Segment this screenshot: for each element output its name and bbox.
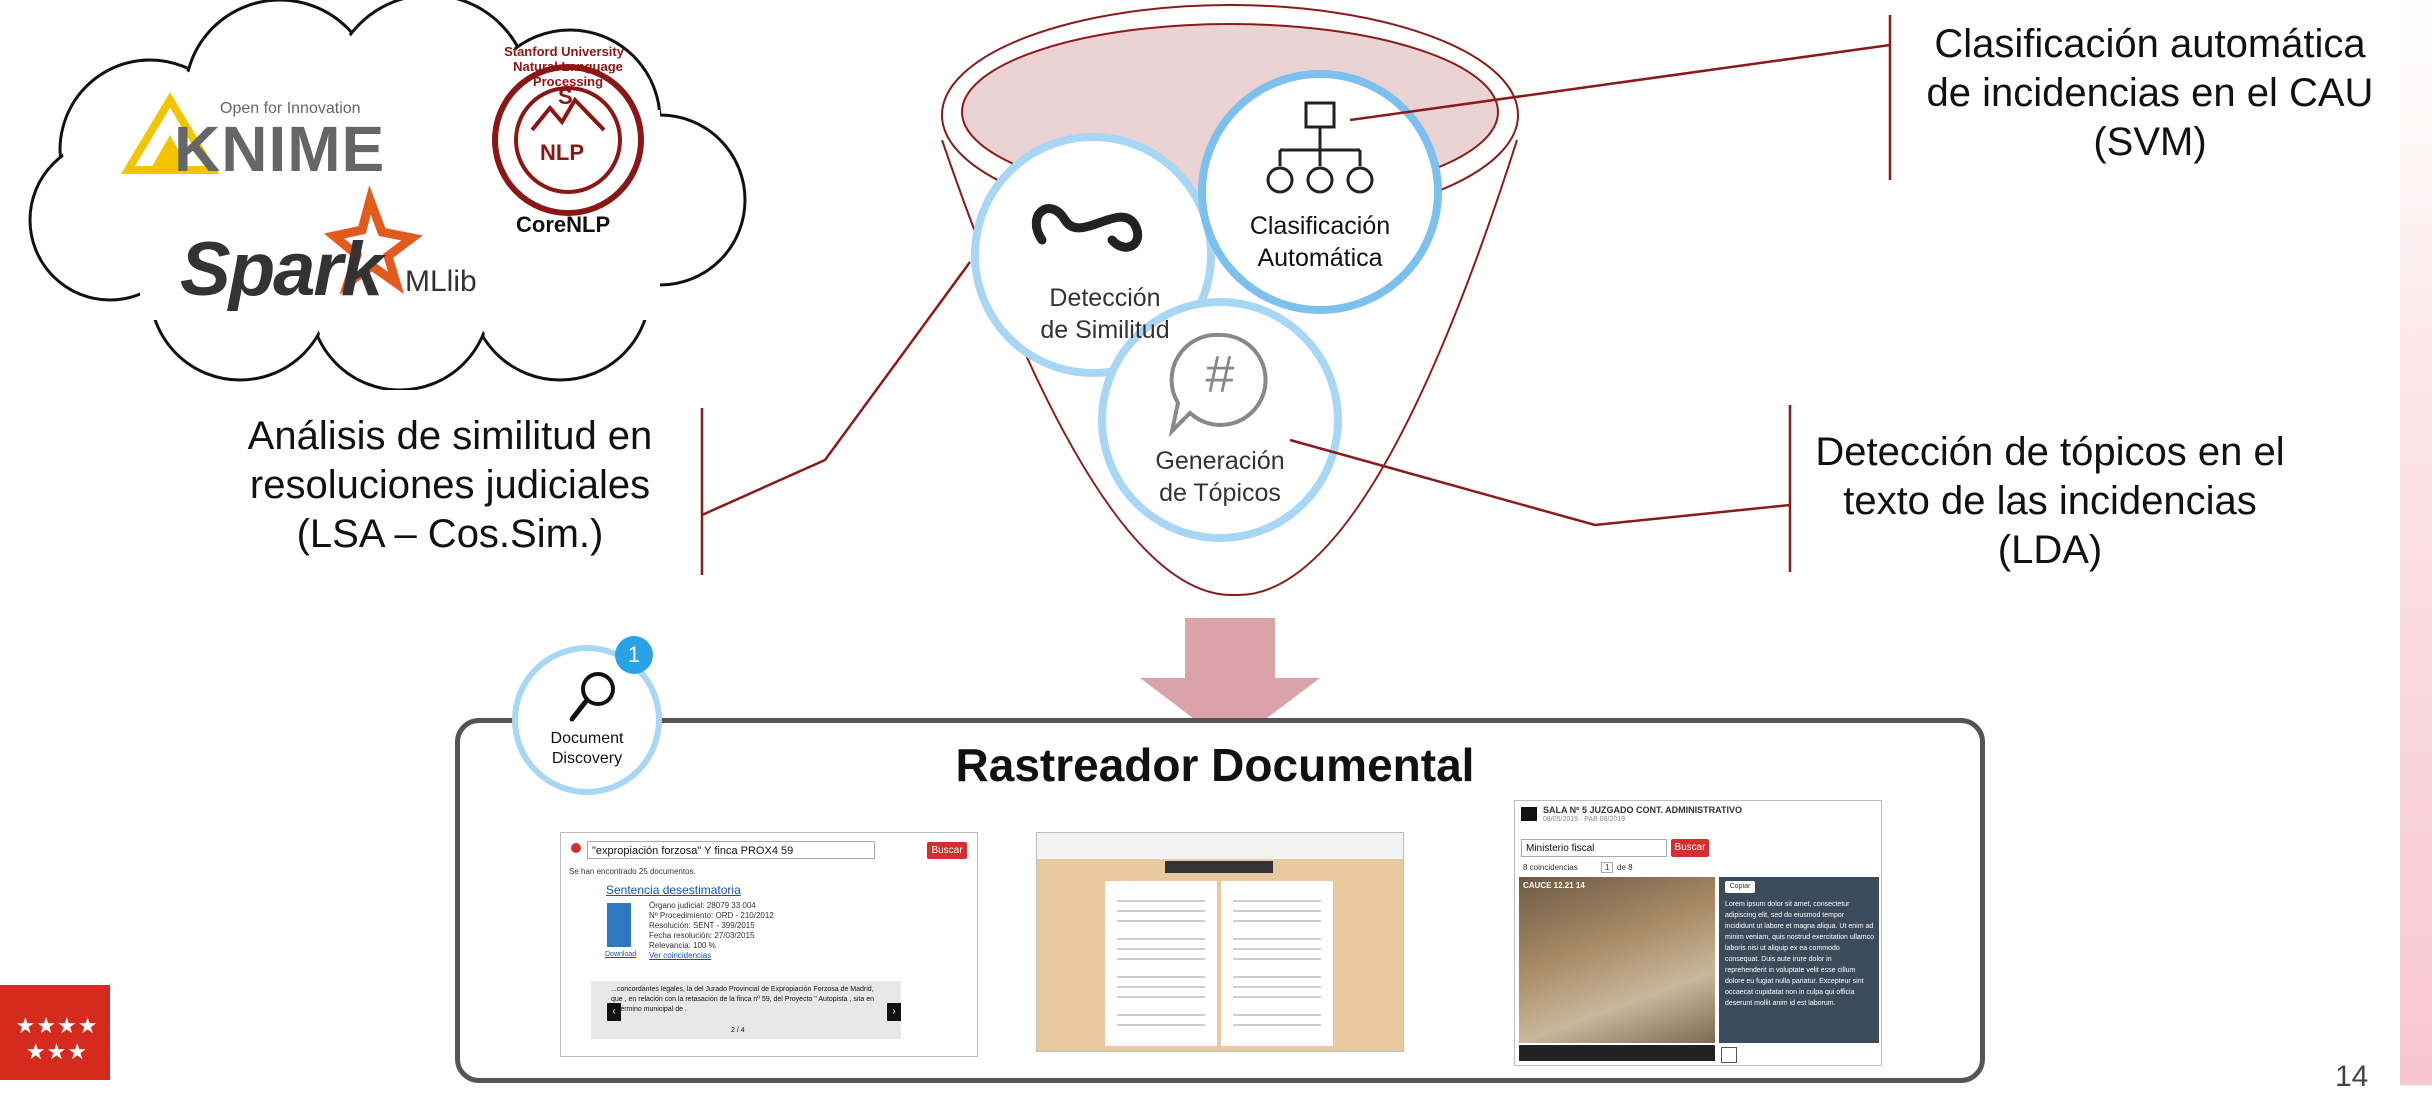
copy-button[interactable]: Copiar — [1725, 881, 1755, 893]
classification-caption: Clasificación automática de incidencias … — [1926, 22, 2374, 164]
connector-lines — [700, 15, 1892, 575]
funnel-diagram — [941, 4, 1519, 597]
spark-logo-text: Spark — [180, 227, 383, 312]
match-page-input[interactable]: 1 — [1601, 862, 1614, 873]
document-discovery-label: Document Discovery — [550, 730, 624, 767]
hashtag-bubble-icon — [1168, 332, 1268, 438]
similarity-caption: Análisis de similitud en resoluciones ju… — [247, 414, 653, 556]
meta-line: Relevancia: 100 % — [649, 941, 716, 950]
search-query-input[interactable]: "expropiación forzosa" Y finca PROX4 59 — [587, 841, 875, 859]
classification-label: Clasificación Automática — [1249, 212, 1391, 272]
snippet-text: ...concordantes legales, la del Jurado P… — [611, 986, 875, 1013]
search-results-screenshot: "expropiación forzosa" Y finca PROX4 59 … — [560, 832, 978, 1057]
video-header: SALA Nº 5 JUZGADO CONT. ADMINISTRATIVO — [1543, 805, 1742, 815]
transcript-panel: Copiar Lorem ipsum dolor sit amet, conse… — [1719, 877, 1879, 1043]
viewer-controls[interactable] — [1165, 861, 1273, 873]
topics-label: Generación de Tópicos — [1155, 447, 1285, 507]
meta-line: Nº Procedimiento: ORD - 210/2012 — [649, 911, 774, 920]
hashtag-symbol: # — [1205, 346, 1235, 404]
meta-line: Resolución: SENT - 399/2015 — [649, 921, 755, 930]
video-frame[interactable]: CAUCE 12.21 14 — [1519, 877, 1715, 1043]
page-text-lines — [1117, 900, 1321, 1026]
app-logo-icon — [1521, 807, 1537, 821]
similarity-label: Detección de Similitud — [1040, 284, 1170, 344]
topics-caption: Detección de tópicos en el texto de las … — [1815, 430, 2285, 572]
video-player-controls[interactable] — [1519, 1045, 1715, 1061]
transcript-search-button[interactable]: Buscar — [1671, 839, 1709, 857]
see-matches-link[interactable]: Ver coincidencias — [649, 951, 712, 960]
prev-snippet-button[interactable]: ‹ — [607, 1003, 621, 1021]
meta-line: Fecha resolución: 27/03/2015 — [649, 931, 755, 940]
stanford-s: S — [558, 84, 573, 109]
snippet-panel: ...concordantes legales, la del Jurado P… — [591, 981, 901, 1039]
notification-badge: 1 — [615, 636, 653, 674]
stanford-ring-text: Stanford University · Natural Language P… — [504, 44, 632, 89]
stanford-nlp-seal-icon — [492, 64, 644, 216]
down-arrow-icon — [1140, 618, 1320, 746]
result-title-link[interactable]: Sentencia desestimatoria — [606, 883, 741, 897]
stanford-nlp-center: NLP — [540, 140, 584, 165]
video-status: CAUCE 12.21 14 — [1523, 881, 1585, 890]
corenlp-label: CoreNLP — [516, 212, 611, 237]
knime-logo-icon — [120, 92, 220, 174]
transcript-icon[interactable] — [1721, 1047, 1737, 1063]
side-decoration — [2400, 0, 2432, 1085]
transcript-search-input[interactable]: Ministerio fiscal — [1521, 839, 1667, 857]
document-viewer-screenshot — [1036, 832, 1404, 1052]
mllib-label: MLlib — [405, 265, 477, 298]
flag-stars-icon: ★★★★★★★ — [15, 1013, 99, 1064]
search-button[interactable]: Buscar — [927, 842, 967, 859]
document-discovery-button[interactable]: Document Discovery — [512, 645, 662, 795]
tools-cloud — [28, 0, 747, 390]
page-number: 14 — [2335, 1060, 2369, 1093]
string-curve-icon — [1031, 204, 1143, 252]
document-page-left — [1105, 881, 1217, 1046]
video-subheader: 08/05/2019 · PAB 08/2019 — [1543, 816, 1625, 823]
transcript-text: Lorem ipsum dolor sit amet, consectetur … — [1725, 901, 1875, 1007]
knime-tagline: Open for Innovation — [220, 100, 361, 117]
next-snippet-button[interactable]: › — [887, 1003, 901, 1021]
browser-toolbar — [1037, 833, 1403, 859]
results-count: Se han encontrado 25 documentos. — [569, 867, 696, 876]
classification-circle — [1198, 70, 1442, 314]
rastreador-title: Rastreador Documental — [955, 739, 1475, 791]
document-page-right — [1221, 881, 1333, 1046]
match-page-total: de 8 — [1617, 863, 1633, 872]
app-logo-icon — [571, 843, 581, 853]
snippet-pager: 2 / 4 — [731, 1027, 745, 1034]
hierarchy-tree-icon — [1266, 101, 1374, 194]
download-link[interactable]: Download — [605, 951, 637, 958]
knime-name: KNIME — [174, 113, 386, 185]
match-count: 8 coincidencias — [1523, 863, 1578, 872]
madrid-flag-logo: ★★★★★★★ — [0, 985, 110, 1080]
magnifier-icon — [569, 672, 615, 722]
similarity-circle — [971, 133, 1215, 377]
topics-circle — [1098, 298, 1342, 542]
document-icon — [607, 903, 631, 947]
meta-line: Órgano judicial: 28079 33 004 — [649, 901, 756, 910]
spark-star-icon — [323, 185, 423, 295]
video-transcript-screenshot: SALA Nº 5 JUZGADO CONT. ADMINISTRATIVO 0… — [1514, 800, 1882, 1066]
